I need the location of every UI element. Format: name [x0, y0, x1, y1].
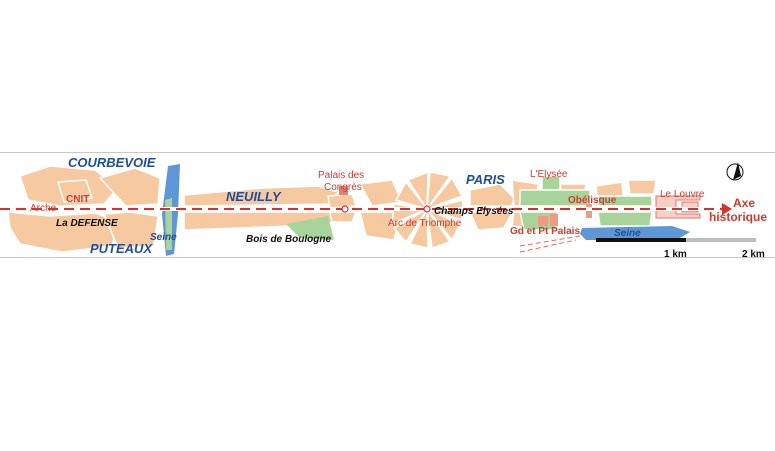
label-seine-east: Seine [614, 228, 641, 239]
seine-east-river [580, 226, 690, 240]
label-le-louvre: Le Louvre [660, 189, 705, 200]
la-defense-area [7, 165, 161, 253]
label-seine-west: Seine [150, 232, 177, 243]
gd-et-pt-palais-buildings [538, 214, 558, 226]
label-axe: Axe [733, 196, 755, 210]
bois-de-boulogne-park [286, 216, 334, 240]
label-gd-et-pt-palais: Gd et Pt Palais [510, 226, 580, 237]
label-arche: Arche [30, 203, 57, 214]
scale-label-1km: 1 km [664, 249, 687, 260]
label-champs-elysees: Champs Elysées [434, 206, 514, 217]
etoile-star [391, 170, 464, 249]
label-arc-de-triomphe: Arc de Triomphe [388, 218, 462, 229]
label-historique: historique [709, 210, 767, 224]
label-courbevoie: COURBEVOIE [68, 155, 156, 170]
label-palais-des-congres-2: Congrès [324, 182, 362, 193]
scale-label-2km: 2 km [742, 249, 765, 260]
label-obelisque: Obélisque [568, 195, 617, 206]
arc-de-triomphe-marker [423, 205, 431, 213]
label-puteaux: PUTEAUX [90, 241, 153, 256]
compass-north-icon [726, 162, 744, 181]
label-bois-de-boulogne: Bois de Boulogne [246, 234, 331, 245]
porte-maillot-marker [341, 205, 349, 213]
neuilly-area [183, 185, 339, 231]
frame-bottom-line [0, 257, 775, 258]
label-neuilly: NEUILLY [226, 189, 282, 204]
label-palais-des-congres-1: Palais des [318, 170, 364, 181]
elysee-gardens [519, 175, 653, 231]
axis-arrowhead-icon [722, 203, 732, 215]
label-la-defense: La DEFENSE [56, 218, 118, 229]
frame-top-line [0, 152, 775, 153]
palais-des-congres-marker [339, 186, 348, 195]
secondary-road [519, 235, 581, 247]
label-paris: PARIS [466, 172, 505, 187]
scale-bar [596, 238, 756, 242]
secondary-road-2 [519, 239, 577, 253]
label-cnit: CNIT [66, 194, 89, 205]
label-lelysee: L'Elysée [530, 169, 568, 180]
